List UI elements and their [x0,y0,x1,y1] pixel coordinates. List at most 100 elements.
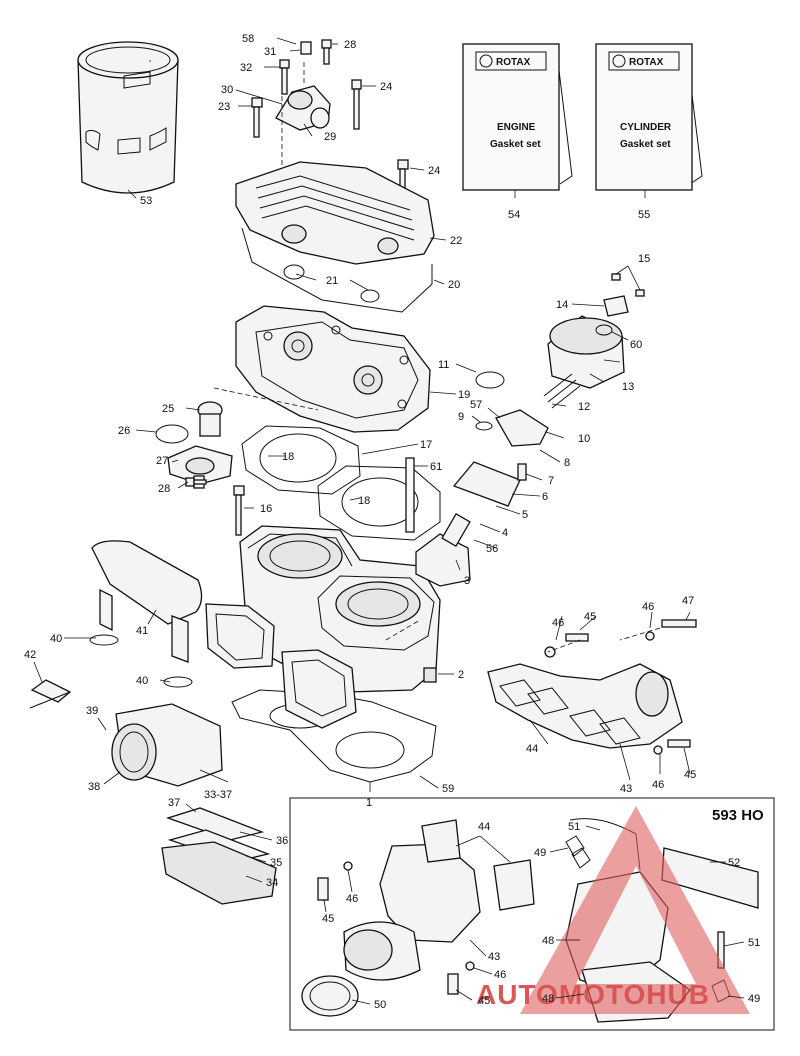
callout-5: 5 [522,509,528,521]
callout-23: 23 [218,101,230,113]
thermostat-assembly [155,401,233,489]
callout-24: 24 [428,165,440,177]
callout-3: 3 [464,575,470,587]
callout-19: 19 [458,389,470,401]
callout-27: 27 [156,455,168,467]
callout-labels: 58 31 28 32 30 23 24 29 24 53 54 55 22 2… [24,33,760,1011]
callout-58: 58 [242,33,254,45]
callout-10: 10 [578,433,590,445]
callout-17: 17 [420,439,432,451]
callout-22: 22 [450,235,462,247]
callout-40: 40 [136,675,148,687]
callout-24: 24 [380,81,392,93]
callout-32: 32 [240,62,252,74]
callout-15: 15 [638,253,650,265]
callout-18: 18 [282,451,294,463]
callout-48: 48 [542,993,554,1005]
callout-46: 46 [346,893,358,905]
callout-44: 44 [478,821,490,833]
kit-title: ENGINE [497,122,536,133]
callout-12: 12 [578,401,590,413]
callout-16: 16 [260,503,272,515]
inset-frame [289,797,775,1031]
callout-44: 44 [526,743,538,755]
callout-51: 51 [568,821,580,833]
callout-47: 47 [682,595,694,607]
callout-59: 59 [442,783,454,795]
head-studs [233,457,415,536]
callout-49: 49 [748,993,760,1005]
callout-30: 30 [221,84,233,96]
callout-13: 13 [622,381,634,393]
callout-53: 53 [140,195,152,207]
callout-52: 52 [728,857,740,869]
kit-subtitle: Gasket set [490,139,541,150]
callout-25: 25 [162,403,174,415]
head-gaskets [241,425,441,541]
callout-42: 42 [24,649,36,661]
callout-41: 41 [136,625,148,637]
callout-56: 56 [486,543,498,555]
callout-40: 40 [50,633,62,645]
callout-51: 51 [748,937,760,949]
exhaust-valve-assembly [415,273,645,587]
callout-35: 35 [270,857,282,869]
callout-28: 28 [344,39,356,51]
callout-4: 4 [502,527,508,539]
callout-55: 55 [638,209,650,221]
cylinder-gasket-set-box: ROTAX CYLINDER Gasket set [595,43,703,191]
callout-8: 8 [564,457,570,469]
callout-6: 6 [542,491,548,503]
cylinder-sleeve [77,41,179,194]
callout-1: 1 [366,797,372,809]
callout-45: 45 [584,611,596,623]
callout-26: 26 [118,425,130,437]
callout-45: 45 [478,995,490,1007]
callout-11: 11 [438,359,449,371]
kit-title: CYLINDER [620,122,672,133]
kit-brand-label: ROTAX [496,57,531,68]
callout-20: 20 [448,279,460,291]
engine-gasket-set-box: ROTAX ENGINE Gasket set [462,43,573,191]
cylinder-head [235,305,431,433]
callout-49: 49 [534,847,546,859]
callout-29: 29 [324,131,336,143]
callout-60: 60 [630,339,642,351]
callout-46: 46 [652,779,664,791]
callout-2: 2 [458,669,464,681]
cylinder-head-cover [235,161,435,265]
callout-14: 14 [556,299,568,311]
callout-45: 45 [684,769,696,781]
callout-46: 46 [552,617,564,629]
callout-48: 48 [542,935,554,947]
callout-28: 28 [158,483,170,495]
callout-9: 9 [458,411,464,423]
intake-reed-assembly [111,603,357,905]
watermark: AUTOMOTOHUB [476,806,750,1014]
callout-43: 43 [620,783,632,795]
callout-31: 31 [264,46,276,58]
assembly-lines [213,62,661,653]
cover-gaskets [241,227,433,313]
callout-46: 46 [642,601,654,613]
air-silencer [29,540,203,709]
leader-lines [33,37,691,883]
callout-38: 38 [88,781,100,793]
callout-37: 37 [168,797,180,809]
callout-46: 46 [494,969,506,981]
inset-leader-lines [323,825,745,1005]
callout-7: 7 [548,475,554,487]
watermark-text: AUTOMOTOHUB [476,979,710,1010]
callout-21: 21 [326,275,338,287]
callout-43: 43 [488,951,500,963]
inset-title: 593 HO [712,807,764,824]
kit-subtitle: Gasket set [620,139,671,150]
callout-34: 34 [266,877,278,889]
head-hardware [251,39,409,204]
callout-39: 39 [86,705,98,717]
kit-brand-label: ROTAX [629,57,664,68]
callout-45: 45 [322,913,334,925]
callout-36: 36 [276,835,288,847]
callout-61: 61 [430,461,442,473]
